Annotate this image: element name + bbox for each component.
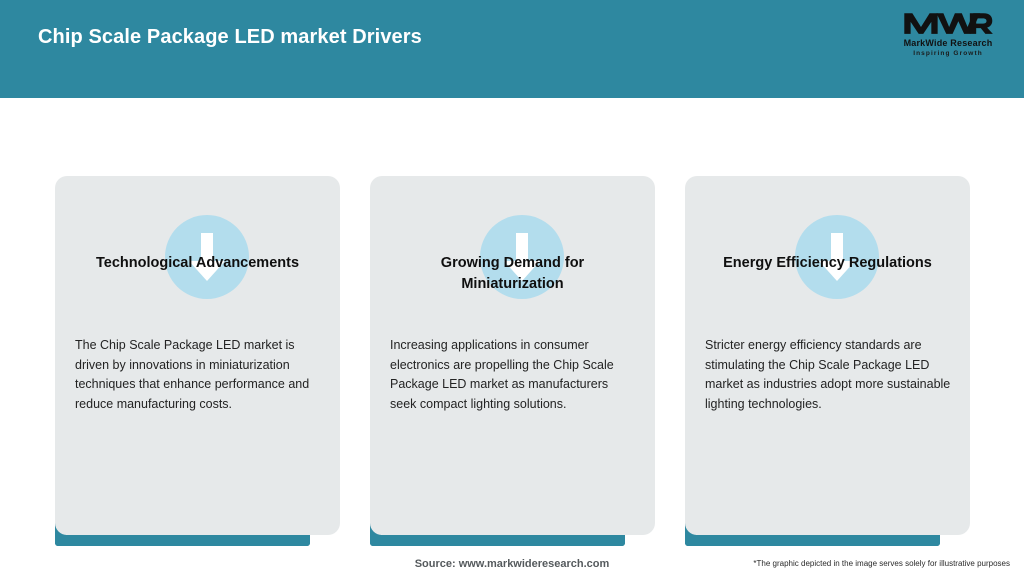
driver-card-2[interactable]: Growing Demand for Miniaturization Incre… [370,176,655,535]
page-title: Chip Scale Package LED market Drivers [38,26,422,48]
logo-company-name: MarkWide Research [903,38,993,48]
disclaimer-note: *The graphic depicted in the image serve… [753,559,1010,568]
logo-tagline: Inspiring Growth [913,50,983,57]
down-arrow-icon [480,215,564,299]
driver-title-3: Energy Efficiency Regulations [723,255,932,271]
down-arrow-glyph [819,233,855,281]
page-header: Chip Scale Package LED market Drivers Ma… [0,0,1024,98]
driver-body-2: Increasing applications in consumer elec… [390,338,614,411]
drivers-stage: Technological Advancements The Chip Scal… [0,98,1024,576]
driver-body-1: The Chip Scale Package LED market is dri… [75,338,310,411]
driver-card-1[interactable]: Technological Advancements The Chip Scal… [55,176,340,535]
driver-card-3[interactable]: Energy Efficiency Regulations Stricter e… [685,176,970,535]
driver-column-2: Growing Demand for Miniaturization Incre… [340,98,655,558]
driver-column-1: Technological Advancements The Chip Scal… [25,98,340,558]
driver-title-2: Growing Demand for Miniaturization [440,255,585,292]
source-label: Source: www.markwideresearch.com [414,558,610,570]
driver-body-3: Stricter energy efficiency standards are… [705,338,951,411]
down-arrow-icon [165,215,249,299]
driver-title-1: Technological Advancements [95,255,300,271]
brand-logo: MarkWide Research Inspiring Growth [894,8,1002,66]
down-arrow-glyph [189,233,225,281]
down-arrow-icon [795,215,879,299]
down-arrow-glyph [504,233,540,281]
driver-column-3: Energy Efficiency Regulations Stricter e… [655,98,970,558]
mwr-logo-icon [904,13,993,34]
